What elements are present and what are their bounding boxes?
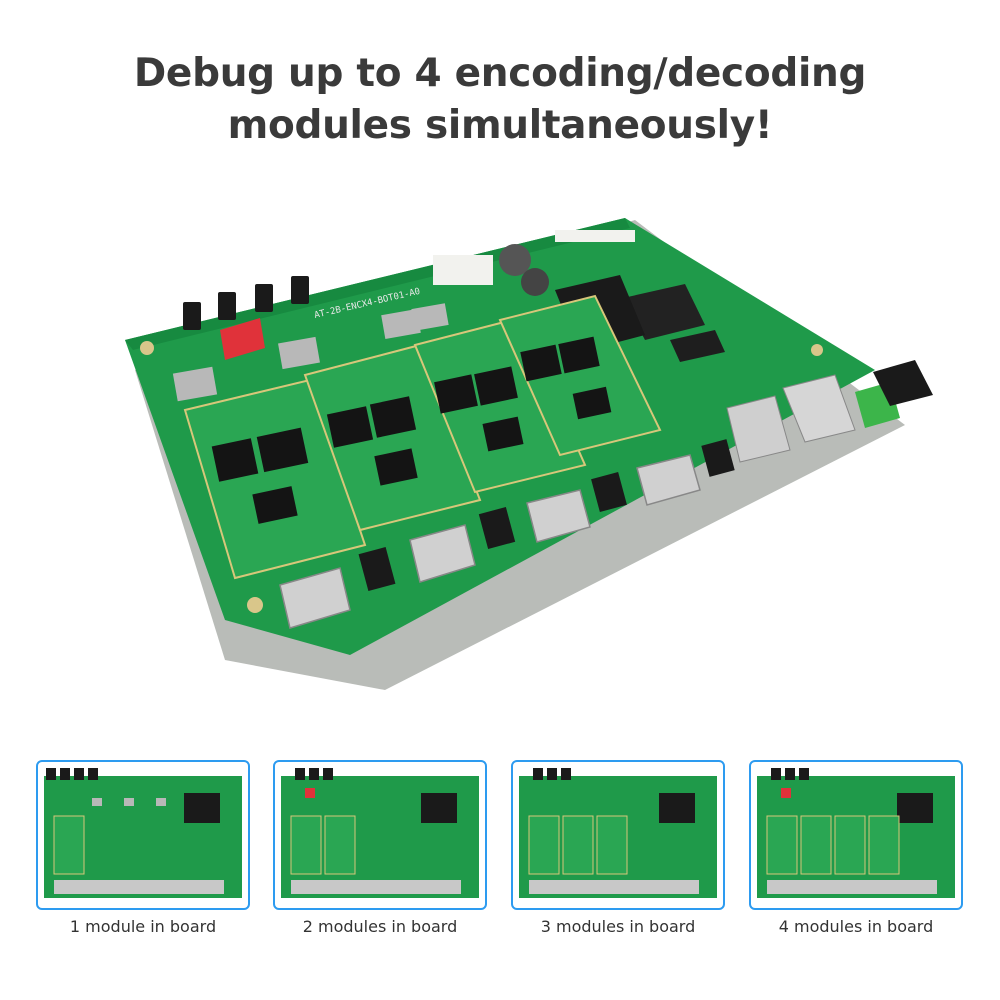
mounting-hole bbox=[811, 344, 823, 356]
mounting-hole bbox=[140, 341, 154, 355]
dc-power-jack bbox=[873, 360, 933, 406]
headline-line-1: Debug up to 4 encoding/decoding bbox=[133, 51, 867, 96]
headline: Debug up to 4 encoding/decoding modules … bbox=[0, 48, 1000, 152]
thumbnail-card-4 bbox=[749, 760, 963, 910]
white-connector bbox=[433, 255, 493, 285]
audio-jacks bbox=[358, 439, 735, 591]
dip-switch bbox=[220, 318, 265, 360]
thumbnail-caption-4: 4 modules in board bbox=[778, 917, 934, 936]
module-4 bbox=[411, 294, 662, 457]
usb-b-port bbox=[726, 395, 791, 463]
white-connector bbox=[555, 230, 635, 242]
module-3 bbox=[381, 309, 587, 494]
hero-board-photo: AT-2B-ENCX4-BOT01-A0 bbox=[115, 200, 945, 690]
mounting-hole bbox=[247, 597, 263, 613]
hdmi-ports bbox=[279, 454, 701, 629]
thumbnail-row: 1 module in board 2 modules in board 3 m… bbox=[0, 760, 1000, 960]
push-buttons bbox=[183, 276, 309, 330]
thumbnail-card-2 bbox=[273, 760, 487, 910]
thumbnail-card-3 bbox=[511, 760, 725, 910]
headline-line-2: modules simultaneously! bbox=[227, 103, 773, 148]
module-1 bbox=[172, 366, 367, 580]
thumbnail-caption-3: 3 modules in board bbox=[540, 917, 696, 936]
thumbnail-board-2 bbox=[281, 768, 479, 898]
capacitor bbox=[521, 268, 549, 296]
capacitor bbox=[499, 244, 531, 276]
thumbnail-board-3 bbox=[519, 768, 717, 898]
ethernet-port bbox=[782, 374, 856, 443]
thumbnail-card-1 bbox=[36, 760, 250, 910]
thumbnail-board-1 bbox=[44, 768, 242, 898]
thumbnail-caption-1: 1 module in board bbox=[69, 917, 217, 936]
chip bbox=[670, 330, 725, 362]
thumbnail-caption-2: 2 modules in board bbox=[302, 917, 458, 936]
pcb-board-illustration: AT-2B-ENCX4-BOT01-A0 bbox=[125, 218, 933, 690]
main-chip bbox=[623, 284, 705, 340]
thumbnail-board-4 bbox=[757, 768, 955, 898]
